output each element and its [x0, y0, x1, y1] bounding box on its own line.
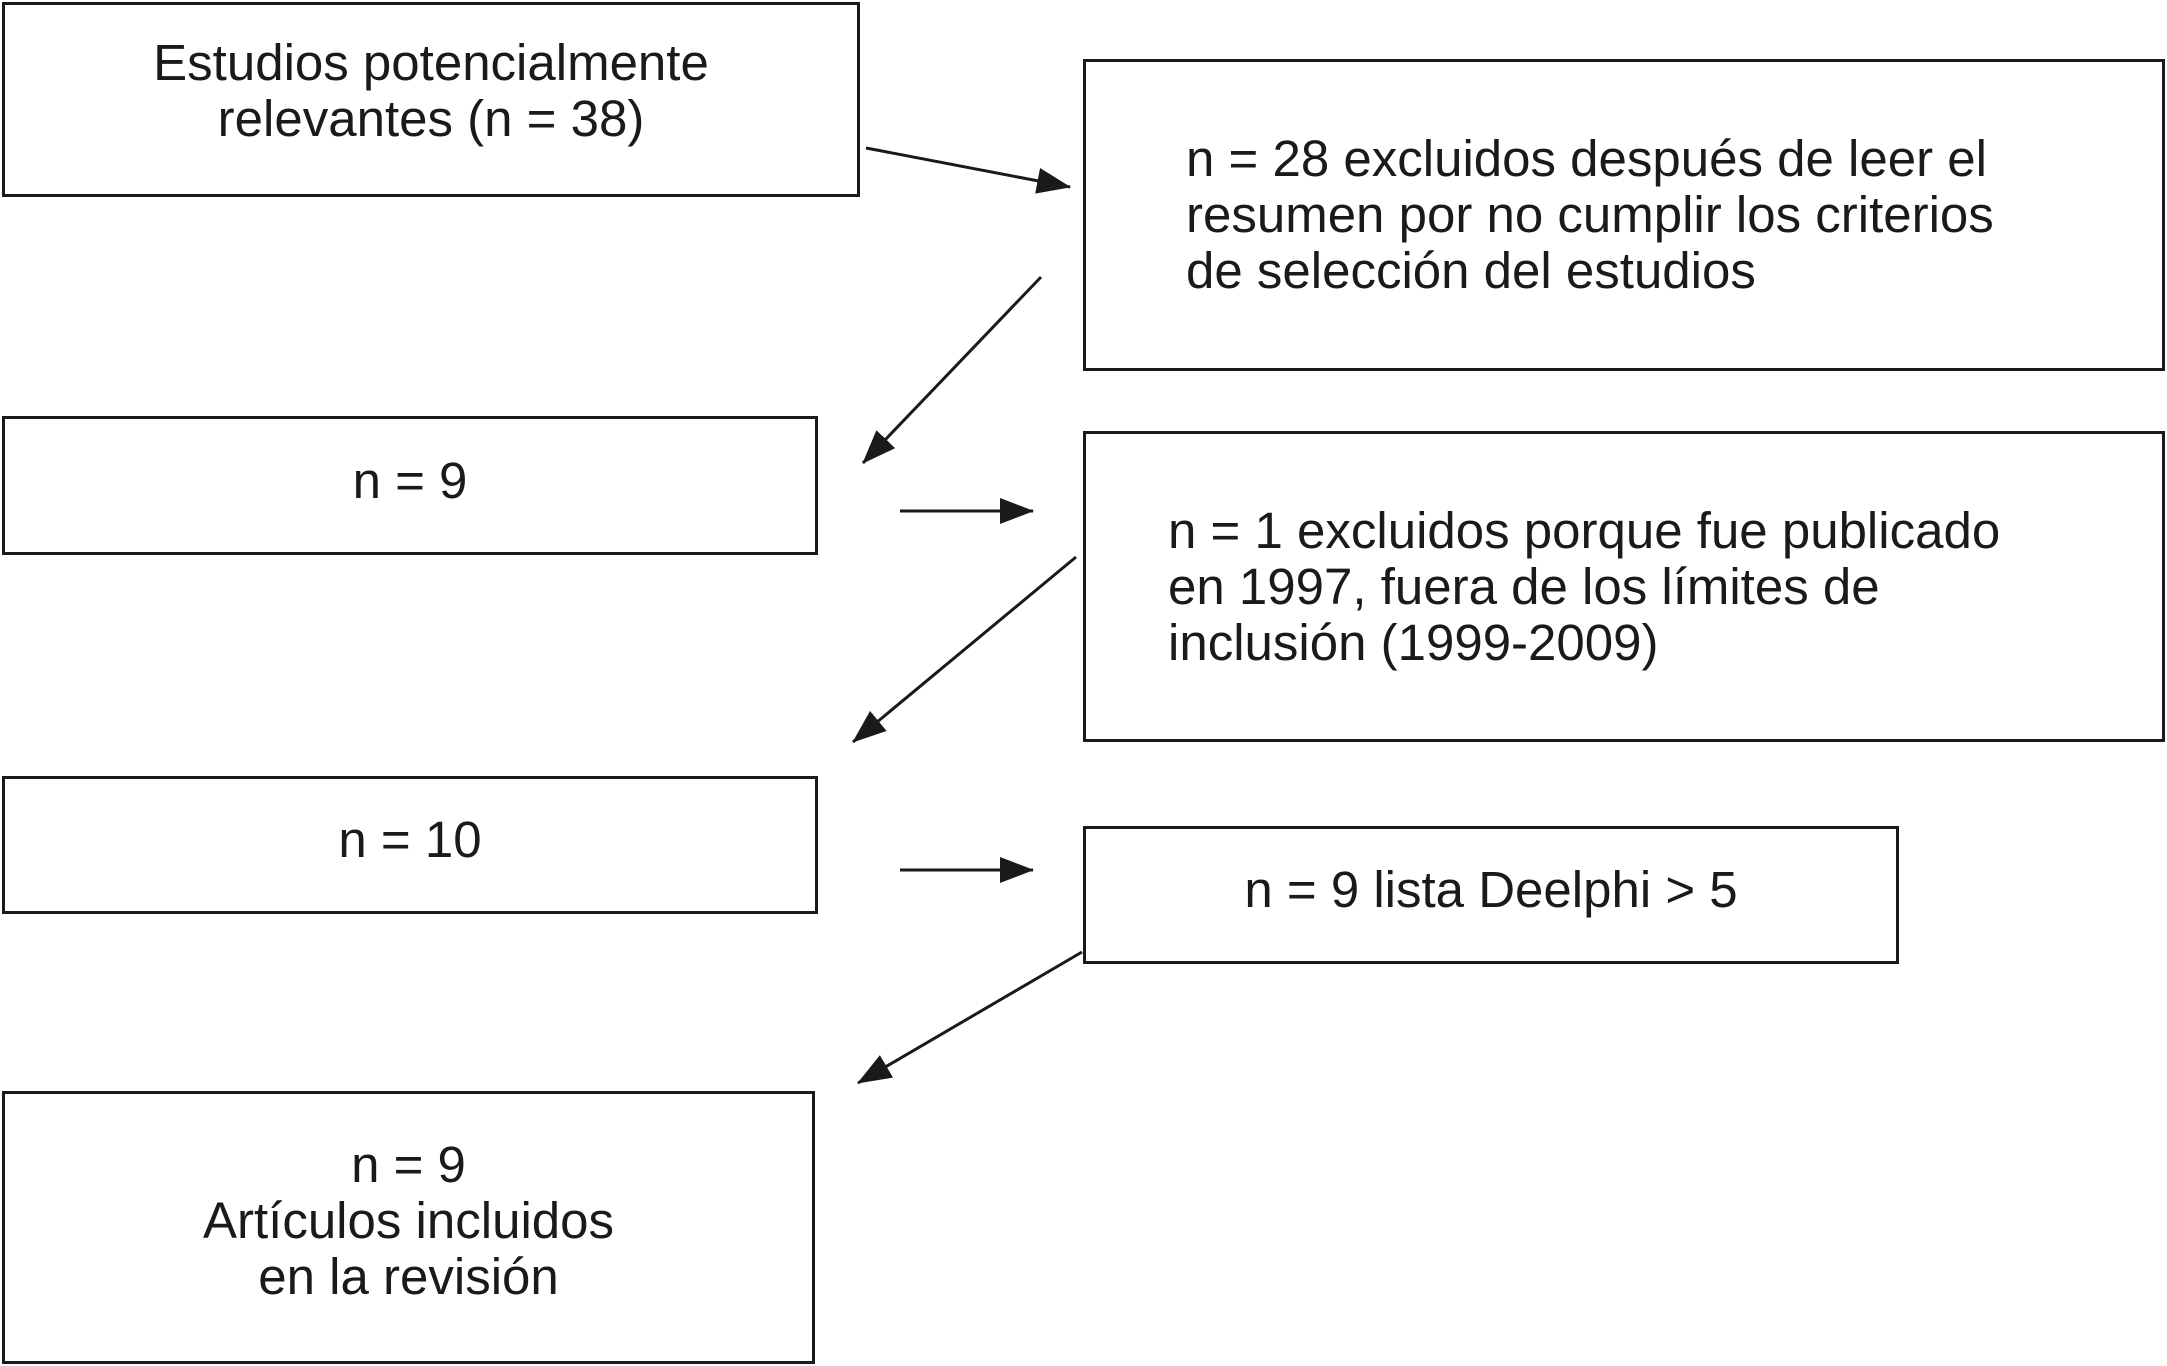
- box-after-abstract-count: n = 9: [352, 451, 468, 509]
- box-excluded-abstract-line-1: n = 28 excluidos después de leer el: [1186, 130, 1987, 187]
- box-identified-line-2: relevantes (n = 38): [217, 89, 645, 147]
- box-after-date-screening: n = 10: [2, 776, 818, 914]
- box-excluded-after-abstract: n = 28 excluidos después de leer el resu…: [1083, 59, 2165, 371]
- box-identified-studies: Estudios potencialmente relevantes (n = …: [2, 2, 860, 197]
- box-excluded-by-date: n = 1 excluidos porque fue publicado en …: [1083, 431, 2165, 742]
- box-included-line-3: en la revisión: [258, 1247, 559, 1305]
- box-after-abstract-screening: n = 9: [2, 416, 818, 555]
- box-delphi-line: n = 9 lista Deelphi > 5: [1244, 861, 1738, 918]
- box-identified-line-1: Estudios potencialmente: [153, 33, 709, 91]
- box-excluded-date-line-2: en 1997, fuera de los límites de: [1168, 558, 1880, 615]
- box-delphi-quality: n = 9 lista Deelphi > 5: [1083, 826, 1899, 964]
- box-excluded-date-line-1: n = 1 excluidos porque fue publicado: [1168, 502, 2001, 559]
- arrow-identified-to-excluded: [865, 146, 1071, 194]
- box-excluded-date-line-3: inclusión (1999-2009): [1168, 614, 1659, 671]
- box-included-line-1: n = 9: [351, 1135, 466, 1193]
- box-included-articles: n = 9 Artículos incluidos en la revisión: [2, 1091, 815, 1364]
- arrow-excluded-date-to-after-date: [852, 555, 1077, 744]
- arrow-delphi-to-included: [857, 950, 1083, 1085]
- arrow-excluded-to-after-abstract: [861, 275, 1043, 465]
- box-included-line-2: Artículos incluidos: [202, 1191, 614, 1249]
- box-excluded-abstract-line-3: de selección del estudios: [1186, 242, 1756, 299]
- box-after-date-count: n = 10: [338, 811, 482, 868]
- box-excluded-abstract-line-2: resumen por no cumplir los criterios: [1186, 186, 1994, 243]
